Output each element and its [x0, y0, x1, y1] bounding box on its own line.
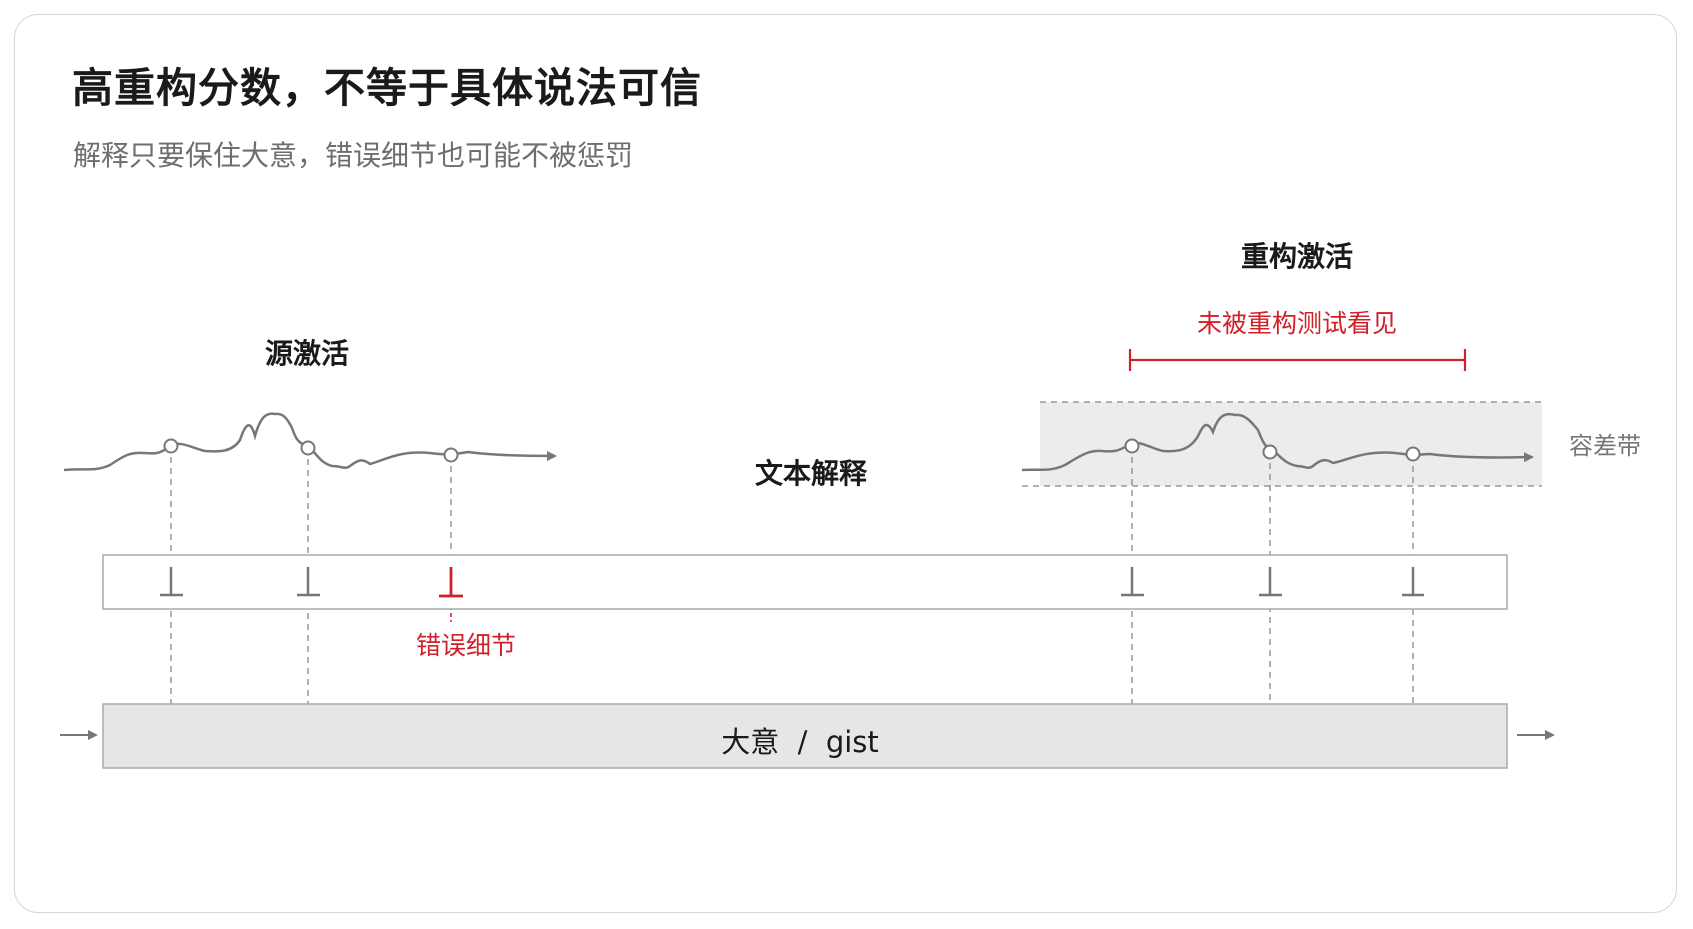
reconstruction-activation-curve	[1021, 412, 1534, 472]
reconstruction-point-1	[1124, 438, 1140, 454]
claim-marker-6	[1402, 567, 1424, 597]
claim-marker-4	[1121, 567, 1144, 597]
claim-markers	[160, 567, 1424, 597]
page-title: 高重构分数，不等于具体说法可信	[72, 64, 702, 112]
tolerance-band	[1040, 402, 1542, 486]
source-point-2	[300, 440, 316, 456]
source-point-1	[163, 438, 179, 454]
error-detail-label: 错误细节	[416, 631, 516, 660]
source-activation-curve	[63, 412, 557, 472]
claim-marker-2	[297, 567, 320, 597]
source-activation-label: 源激活	[265, 337, 349, 370]
unseen-label: 未被重构测试看见	[1197, 309, 1397, 338]
reconstruction-activation-label: 重构激活	[1241, 240, 1353, 273]
tolerance-band-label: 容差带	[1569, 432, 1641, 460]
claim-marker-5	[1259, 567, 1282, 597]
reconstruction-point-2	[1262, 444, 1278, 460]
gist-label: 大意 / gist	[721, 725, 879, 759]
gist-bar	[102, 703, 1508, 769]
reconstruction-point-3	[1405, 446, 1421, 462]
text-explanation-label: 文本解释	[755, 457, 868, 490]
text-explanation-bar	[102, 554, 1508, 610]
page-subtitle: 解释只要保住大意，错误细节也可能不被惩罚	[73, 139, 634, 172]
claim-marker-1	[160, 567, 183, 597]
unseen-bracket	[1128, 349, 1467, 371]
error-claim-marker	[439, 567, 463, 598]
source-point-3	[443, 447, 459, 463]
